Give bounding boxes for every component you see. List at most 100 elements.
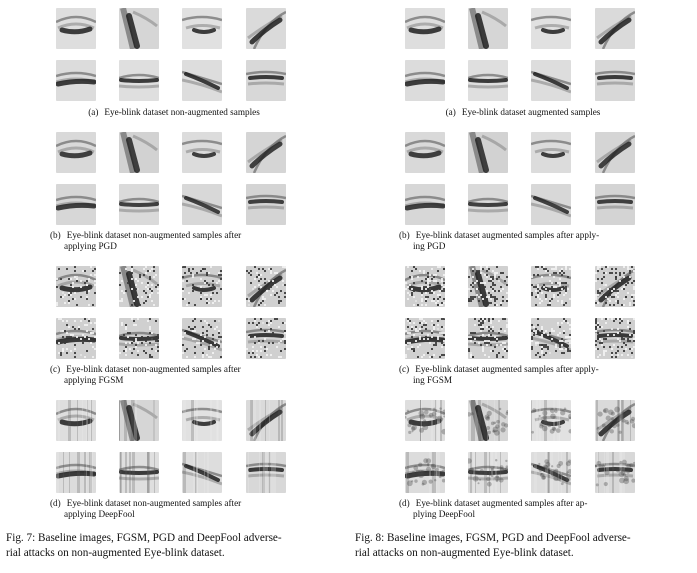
eye-sample-image bbox=[56, 400, 96, 441]
eye-sample-image bbox=[56, 184, 96, 225]
eye-sample-image bbox=[468, 132, 508, 173]
eye-sample-image bbox=[119, 400, 159, 441]
subcaption: (d)Eye-blink dataset augmented samples a… bbox=[399, 498, 649, 520]
eye-sample-image bbox=[182, 184, 222, 225]
eye-sample-image bbox=[595, 318, 635, 359]
eye-sample-image bbox=[468, 318, 508, 359]
eye-sample-image bbox=[405, 132, 445, 173]
eye-sample-image bbox=[531, 184, 571, 225]
eye-sample-image bbox=[468, 266, 508, 307]
subcaption-text-cont: applying FGSM bbox=[64, 375, 124, 385]
eye-sample-image bbox=[182, 452, 222, 493]
eye-sample-image bbox=[246, 452, 286, 493]
subcaption-text-cont: applying DeepFool bbox=[64, 509, 135, 519]
eye-sample-image bbox=[405, 318, 445, 359]
subcaption-label: (d) bbox=[50, 498, 61, 508]
figure-caption-line: rial attacks on non-augmented Eye-blink … bbox=[355, 547, 574, 559]
eye-sample-image bbox=[595, 8, 635, 49]
eye-sample-image bbox=[531, 8, 571, 49]
eye-sample-image bbox=[468, 400, 508, 441]
subcaption-text: Eye-blink dataset augmented samples bbox=[461, 107, 601, 117]
eye-sample-image bbox=[119, 266, 159, 307]
image-grid bbox=[56, 132, 292, 240]
eye-sample-image bbox=[595, 132, 635, 173]
figure-caption: Fig. 7: Baseline images, FGSM, PGD and D… bbox=[6, 531, 342, 561]
image-grid bbox=[405, 266, 641, 374]
eye-sample-image bbox=[119, 8, 159, 49]
subcaption-label: (b) bbox=[399, 230, 410, 240]
eye-sample-image bbox=[405, 184, 445, 225]
eye-sample-image bbox=[246, 184, 286, 225]
subcaption-label: (c) bbox=[50, 364, 61, 374]
subcaption-label: (d) bbox=[399, 498, 410, 508]
figure-caption-line: Fig. 8: Baseline images, FGSM, PGD and D… bbox=[355, 532, 631, 544]
eye-sample-image bbox=[531, 318, 571, 359]
eye-sample-image bbox=[405, 400, 445, 441]
subcaption: (c) Eye-blink dataset non-augmented sampl… bbox=[50, 364, 300, 386]
image-grid bbox=[405, 400, 641, 508]
image-grid bbox=[405, 132, 641, 240]
eye-sample-image bbox=[531, 452, 571, 493]
subcaption-text-cont: plying DeepFool bbox=[413, 509, 476, 519]
eye-sample-image bbox=[595, 266, 635, 307]
subcaption-label: (a) bbox=[445, 107, 456, 117]
subcaption-text-cont: applying PGD bbox=[64, 241, 117, 251]
image-grid bbox=[56, 400, 292, 508]
subcaption: (b) Eye-blink dataset non-augmented sampl… bbox=[50, 230, 300, 252]
subcaption: (d) Eye-blink dataset non-augmented sampl… bbox=[50, 498, 300, 520]
image-grid bbox=[56, 8, 292, 116]
subcaption: (c) Eye-blink dataset augmented samples a… bbox=[399, 364, 649, 386]
subcaption-label: (a) bbox=[88, 107, 99, 117]
eye-sample-image bbox=[531, 132, 571, 173]
subcaption: (b) Eye-blink dataset augmented samples a… bbox=[399, 230, 649, 252]
eye-sample-image bbox=[531, 60, 571, 101]
subcaption-text-cont: ing PGD bbox=[413, 241, 446, 251]
eye-sample-image bbox=[119, 452, 159, 493]
eye-sample-image bbox=[119, 184, 159, 225]
eye-sample-image bbox=[119, 132, 159, 173]
eye-sample-image bbox=[405, 452, 445, 493]
eye-sample-image bbox=[595, 400, 635, 441]
eye-sample-image bbox=[405, 60, 445, 101]
eye-sample-image bbox=[182, 400, 222, 441]
eye-sample-image bbox=[56, 452, 96, 493]
eye-sample-image bbox=[56, 318, 96, 359]
eye-sample-image bbox=[56, 132, 96, 173]
figure-8: (a) Eye-blink dataset augmented samples (… bbox=[349, 0, 697, 573]
eye-sample-image bbox=[246, 132, 286, 173]
subcaption-text: Eye-blink dataset non-augmented samples bbox=[104, 107, 260, 117]
figure-caption-line: Fig. 7: Baseline images, FGSM, PGD and D… bbox=[6, 532, 282, 544]
eye-sample-image bbox=[182, 318, 222, 359]
eye-sample-image bbox=[56, 60, 96, 101]
subcaption-text: Eye-blink dataset augmented samples afte… bbox=[415, 230, 600, 240]
subcaption-text: Eye-blink dataset non-augmented samples … bbox=[66, 364, 241, 374]
eye-sample-image bbox=[56, 8, 96, 49]
eye-sample-image bbox=[531, 400, 571, 441]
eye-sample-image bbox=[246, 266, 286, 307]
figure-7: (a) Eye-blink dataset non-augmented sampl… bbox=[0, 0, 348, 573]
subcaption-text: Eye-blink dataset non-augmented samples … bbox=[66, 230, 242, 240]
eye-sample-image bbox=[468, 452, 508, 493]
eye-sample-image bbox=[405, 266, 445, 307]
eye-sample-image bbox=[531, 266, 571, 307]
subcaption-label: (b) bbox=[50, 230, 61, 240]
eye-sample-image bbox=[595, 452, 635, 493]
eye-sample-image bbox=[246, 400, 286, 441]
subcaption-text: Eye-blink dataset non-augmented samples … bbox=[66, 498, 242, 508]
subcaption-text: Eye-blink dataset augmented samples afte… bbox=[415, 364, 599, 374]
eye-sample-image bbox=[182, 8, 222, 49]
subcaption-text-cont: ing FGSM bbox=[413, 375, 453, 385]
eye-sample-image bbox=[405, 8, 445, 49]
eye-sample-image bbox=[595, 60, 635, 101]
eye-sample-image bbox=[119, 318, 159, 359]
image-grid bbox=[405, 8, 641, 116]
subcaption-label: (c) bbox=[399, 364, 410, 374]
subcaption: (a) Eye-blink dataset non-augmented sampl… bbox=[0, 107, 348, 118]
eye-sample-image bbox=[246, 8, 286, 49]
eye-sample-image bbox=[468, 8, 508, 49]
eye-sample-image bbox=[468, 60, 508, 101]
eye-sample-image bbox=[246, 60, 286, 101]
eye-sample-image bbox=[56, 266, 96, 307]
eye-sample-image bbox=[246, 318, 286, 359]
figure-caption-line: rial attacks on non-augmented Eye-blink … bbox=[6, 547, 225, 559]
